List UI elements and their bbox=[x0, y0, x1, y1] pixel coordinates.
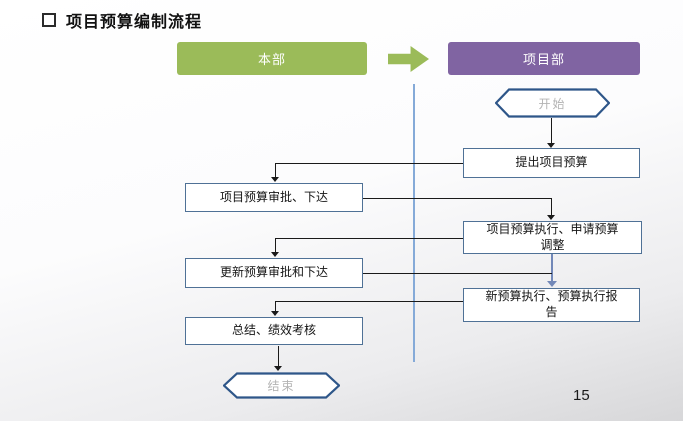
arrowhead bbox=[547, 215, 555, 220]
arrowhead bbox=[271, 177, 279, 182]
step-new-budget-report: 新预算执行、预算执行报告 bbox=[463, 288, 640, 322]
connector-start-propose bbox=[551, 118, 552, 144]
page-number: 15 bbox=[573, 387, 590, 404]
step-approve-issue: 项目预算审批、下达 bbox=[185, 183, 363, 212]
arrowhead bbox=[271, 311, 279, 316]
connector-approve-execute bbox=[363, 198, 552, 199]
end-node: 结束 bbox=[223, 372, 340, 399]
connector-propose-approve bbox=[275, 163, 463, 164]
connector-propose-approve-drop bbox=[275, 163, 276, 178]
arrowhead bbox=[547, 143, 555, 148]
page-title: 项目预算编制流程 bbox=[66, 14, 203, 31]
arrowhead bbox=[274, 366, 282, 371]
connector-execute-update bbox=[275, 238, 463, 239]
lane-divider-line bbox=[413, 84, 415, 362]
hexagon-shape bbox=[223, 372, 340, 399]
lane-header-project-dept: 项目部 bbox=[448, 42, 640, 75]
connector-report-summary bbox=[275, 301, 463, 302]
connector-execute-update-drop bbox=[275, 238, 276, 253]
arrowhead-blue bbox=[547, 281, 557, 287]
connector-summary-end bbox=[278, 346, 279, 367]
start-node: 开始 bbox=[495, 88, 610, 118]
connector-update-report bbox=[363, 273, 552, 274]
hexagon-shape bbox=[495, 88, 610, 118]
lane-header-headquarters: 本部 bbox=[177, 42, 367, 75]
slide-title-row: 项目预算编制流程 bbox=[42, 8, 202, 32]
end-label: 结束 bbox=[267, 379, 296, 393]
connector-approve-execute-drop bbox=[551, 198, 552, 216]
step-summary-review: 总结、绩效考核 bbox=[185, 317, 363, 345]
start-label: 开始 bbox=[538, 96, 567, 111]
step-update-approve-issue: 更新预算审批和下达 bbox=[185, 258, 363, 288]
right-block-arrow-icon bbox=[388, 46, 429, 72]
square-bullet-icon bbox=[42, 13, 56, 27]
step-propose-budget: 提出项目预算 bbox=[463, 148, 640, 178]
connector-report-summary-drop bbox=[275, 301, 276, 312]
connector-execute-report bbox=[551, 254, 553, 282]
arrowhead bbox=[271, 252, 279, 257]
step-execute-apply-adjust: 项目预算执行、申请预算调整 bbox=[463, 221, 642, 254]
